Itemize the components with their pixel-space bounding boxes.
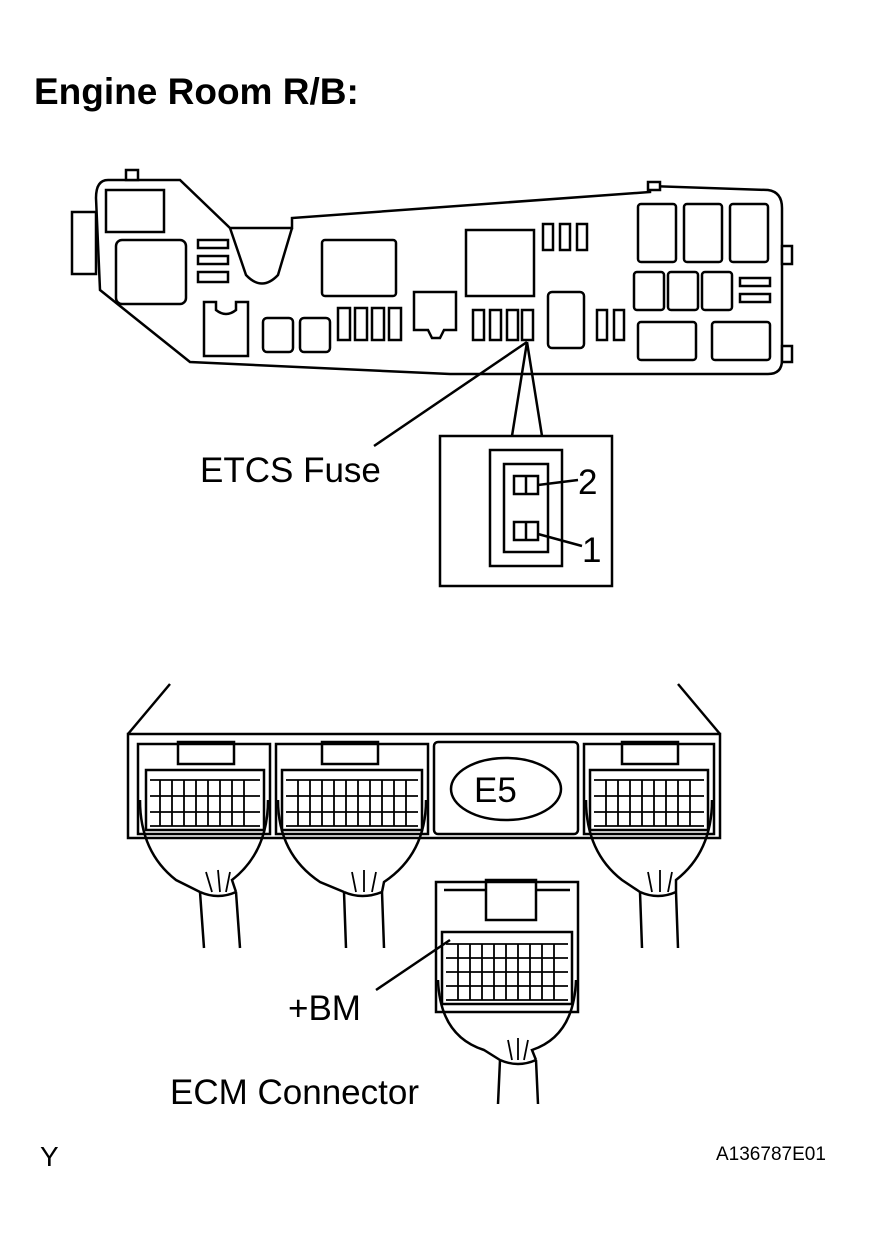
etcs-fuse-label: ETCS Fuse — [200, 451, 381, 490]
ecm-unit — [126, 683, 722, 949]
page-title: Engine Room R/B: — [34, 71, 359, 112]
corner-mark: Y — [40, 1141, 59, 1172]
engine-room-relay-block — [70, 168, 794, 376]
ecm-connector-label: ECM Connector — [170, 1073, 419, 1112]
bm-terminal-label: +BM — [288, 989, 361, 1028]
fuse-terminal-1-label: 1 — [582, 531, 601, 570]
fuse-terminal-2-label: 2 — [578, 463, 597, 502]
connector-code-label: E5 — [474, 771, 517, 810]
ecm-connector — [375, 878, 580, 1105]
etcs-fuse-callout — [373, 340, 614, 588]
figure-id: A136787E01 — [716, 1144, 826, 1165]
